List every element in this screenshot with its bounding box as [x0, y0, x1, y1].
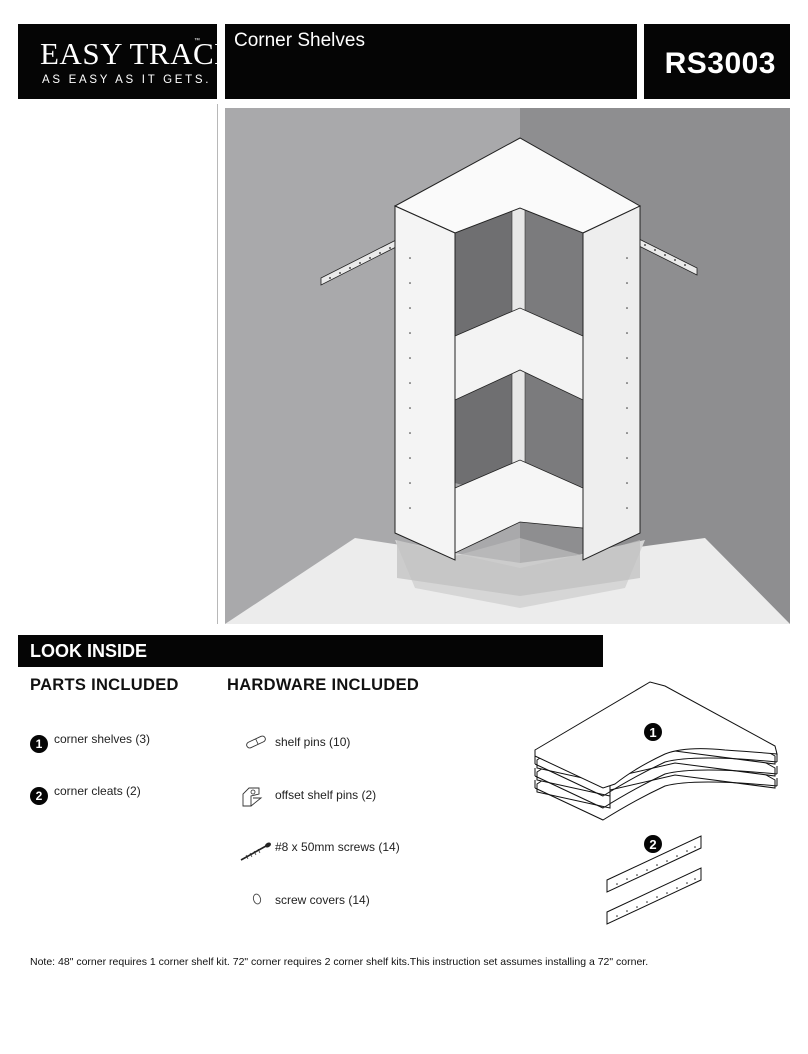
- shelf-pin-icon: [246, 735, 266, 749]
- screw-icon: [240, 842, 271, 861]
- model-bar: RS3003: [644, 24, 790, 99]
- screw-cover-icon: [252, 893, 262, 905]
- offset-shelf-pin-icon: [242, 787, 263, 807]
- parts-heading: PARTS INCLUDED: [30, 676, 179, 694]
- part-number-badge: 2: [30, 787, 48, 805]
- assembled-unit-illustration: [225, 108, 790, 624]
- look-inside-bar: LOOK INSIDE: [18, 635, 603, 667]
- installation-note: Note: 48" corner requires 1 corner shelf…: [30, 956, 649, 968]
- hardware-label: shelf pins (10): [275, 735, 351, 749]
- title-bar: Corner Shelves: [225, 24, 637, 99]
- model-number: RS3003: [664, 47, 776, 80]
- hardware-label: screw covers (14): [275, 893, 370, 907]
- section-title: LOOK INSIDE: [30, 641, 148, 661]
- divider-line: [217, 104, 218, 624]
- brand-name: EASY TRACK: [40, 36, 238, 71]
- part-label: corner cleats (2): [54, 784, 141, 798]
- brand-tagline: AS EASY AS IT GETS.: [42, 74, 212, 86]
- brand-logo: EASY TRACK ™ AS EASY AS IT GETS.: [18, 24, 237, 99]
- callout-1: 1: [649, 725, 656, 740]
- product-title: Corner Shelves: [234, 30, 365, 51]
- trademark-symbol: ™: [194, 38, 200, 44]
- part-number-badge: 1: [30, 735, 48, 753]
- parts-illustration: 1 2: [525, 680, 795, 930]
- hardware-label: #8 x 50mm screws (14): [275, 840, 400, 854]
- hardware-label: offset shelf pins (2): [275, 788, 377, 802]
- hardware-heading: HARDWARE INCLUDED: [227, 676, 420, 694]
- callout-2: 2: [649, 837, 656, 852]
- part-label: corner shelves (3): [54, 732, 151, 746]
